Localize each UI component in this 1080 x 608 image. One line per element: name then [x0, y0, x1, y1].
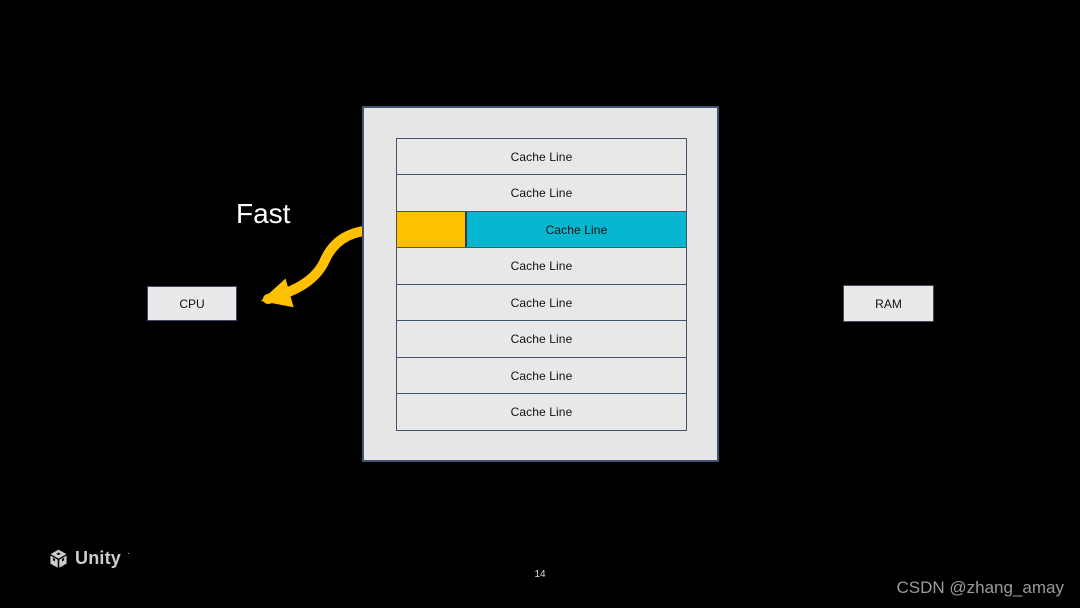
cache-line-accessed-bytes-segment: [397, 211, 467, 248]
cache-line-label: Cache Line: [510, 186, 573, 201]
cache-line-highlight-segment: Cache Line: [467, 211, 686, 248]
fast-label: Fast: [236, 198, 291, 229]
cache-line-label: Cache Line: [510, 295, 573, 310]
unity-logo-icon: [50, 549, 67, 568]
cpu-box: CPU: [147, 286, 237, 321]
watermark: CSDN @zhang_amay: [896, 578, 1065, 597]
page-number: 14: [534, 569, 546, 580]
cache-line-label: Cache Line: [510, 368, 573, 383]
cache-line-row: Cache Line: [396, 138, 687, 176]
cache-line-row: Cache Line: [396, 283, 687, 322]
cache-line-row: Cache Line: [396, 247, 687, 286]
cache-line-label: Cache Line: [510, 405, 573, 420]
cache-line-row: Cache Line: [396, 393, 687, 431]
unity-trademark-dot: ·: [127, 548, 131, 559]
cache-line-row: Cache Line: [396, 356, 687, 395]
ram-label: RAM: [875, 296, 902, 311]
cache-line-label: Cache Line: [510, 149, 573, 164]
cache-line-row: Cache Line: [396, 174, 687, 213]
ram-box: RAM: [843, 285, 934, 322]
cache-line-row-highlighted: Cache Line: [396, 210, 687, 249]
unity-wordmark: Unity: [75, 548, 121, 568]
cache-line-row: Cache Line: [396, 320, 687, 359]
cpu-label: CPU: [179, 296, 205, 311]
cache-line-label: Cache Line: [510, 259, 573, 274]
unity-brand: Unity ·: [48, 548, 130, 569]
cache-line-label: Cache Line: [510, 332, 573, 347]
cache-line-label: Cache Line: [545, 222, 608, 237]
